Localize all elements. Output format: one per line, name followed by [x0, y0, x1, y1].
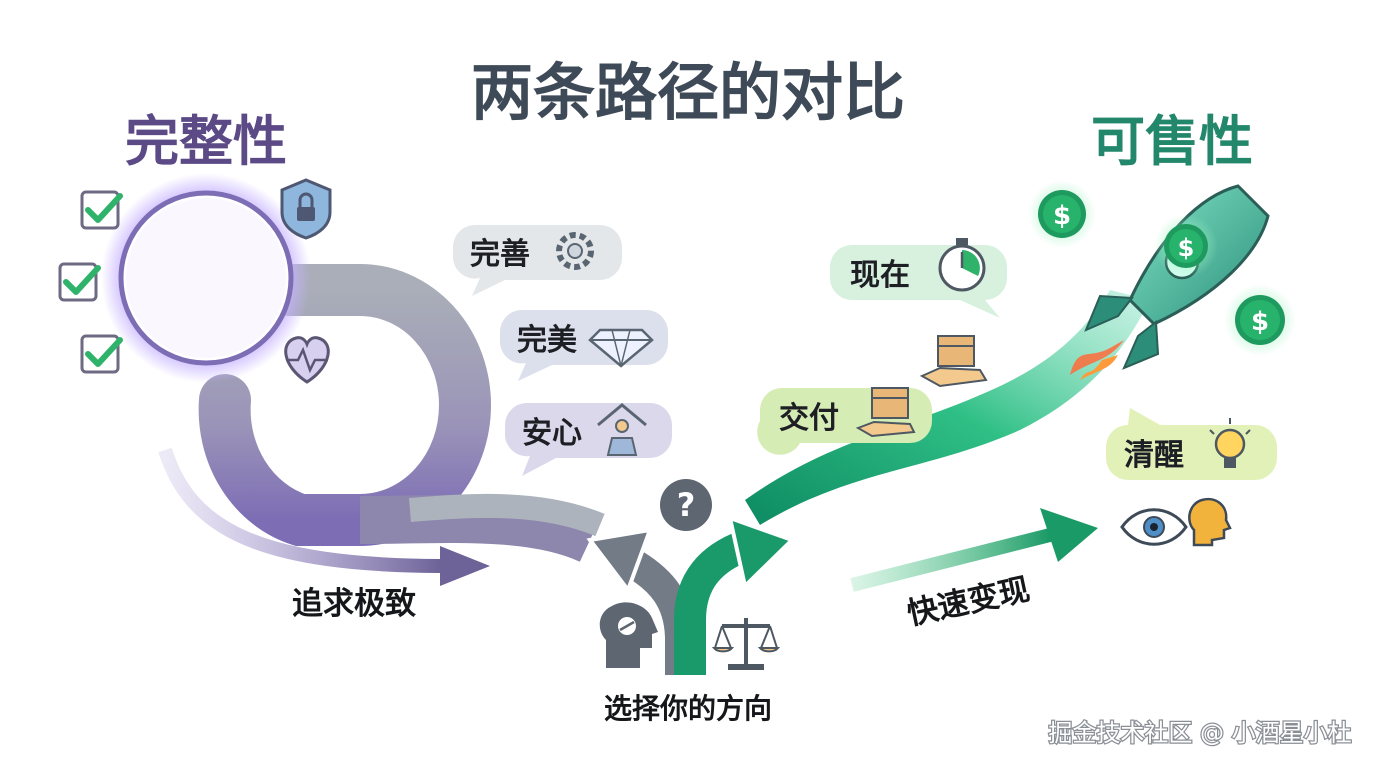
dollar-coin-icon: $	[1154, 214, 1218, 278]
head-profile-icon	[1188, 497, 1232, 547]
svg-text:$: $	[1251, 307, 1269, 337]
gear-icon	[556, 232, 594, 270]
question-icon: ?	[660, 479, 712, 531]
bubble-deliver-label: 交付	[779, 401, 839, 436]
bubble-perfecting: 完善	[453, 225, 622, 296]
dollar-coin-icon: $	[1224, 284, 1296, 356]
checkbox-checked-icon	[80, 190, 123, 230]
left-path-label: 追求极致	[292, 586, 416, 622]
diamond-icon	[588, 328, 654, 368]
bubble-peace-label: 安心	[522, 416, 582, 451]
bubble-peace-of-mind: 安心	[505, 403, 672, 476]
diagram-title: 两条路径的对比	[471, 56, 905, 129]
watermark: 掘金技术社区 @ 小酒星小杜	[1048, 719, 1351, 747]
checkbox-checked-icon	[80, 334, 123, 374]
package-hand-icon	[855, 387, 916, 438]
right-direction-arrow	[850, 508, 1098, 592]
svg-text:$: $	[1178, 234, 1195, 262]
svg-text:?: ?	[677, 486, 696, 524]
right-path-label: 快速变现	[904, 571, 1033, 632]
left-loop-path	[198, 264, 605, 563]
bubble-deliver: 交付	[757, 387, 932, 455]
heart-pulse-icon	[284, 336, 330, 384]
checkbox-checked-icon	[58, 262, 101, 302]
eye-icon	[1120, 508, 1188, 546]
completeness-orb	[101, 173, 311, 383]
center-direction-label: 选择你的方向	[604, 692, 772, 725]
package-hand-icon	[919, 335, 988, 388]
bubble-now: 现在	[830, 238, 1007, 318]
head-thinking-icon	[599, 602, 658, 668]
stopwatch-icon	[938, 238, 986, 292]
meditation-home-icon	[597, 403, 647, 456]
bubble-perfect-label: 完美	[517, 323, 577, 358]
shield-lock-icon	[280, 178, 332, 240]
left-direction-arrow	[158, 447, 490, 586]
left-heading: 完整性	[125, 110, 287, 173]
right-heading: 可售性	[1091, 110, 1253, 173]
bubble-now-label: 现在	[850, 258, 910, 293]
svg-text:$: $	[1053, 201, 1071, 231]
balance-scale-icon	[711, 618, 781, 670]
bubble-perfecting-label: 完善	[470, 237, 530, 272]
fork-right-arrow	[674, 514, 796, 675]
bubble-perfect: 完美	[500, 310, 668, 381]
lightbulb-icon	[1209, 418, 1251, 468]
bubble-sober: 清醒	[1106, 408, 1277, 480]
right-growth-path	[745, 290, 1150, 525]
dollar-coin-icon: $	[1028, 180, 1096, 248]
bubble-sober-label: 清醒	[1124, 438, 1184, 473]
